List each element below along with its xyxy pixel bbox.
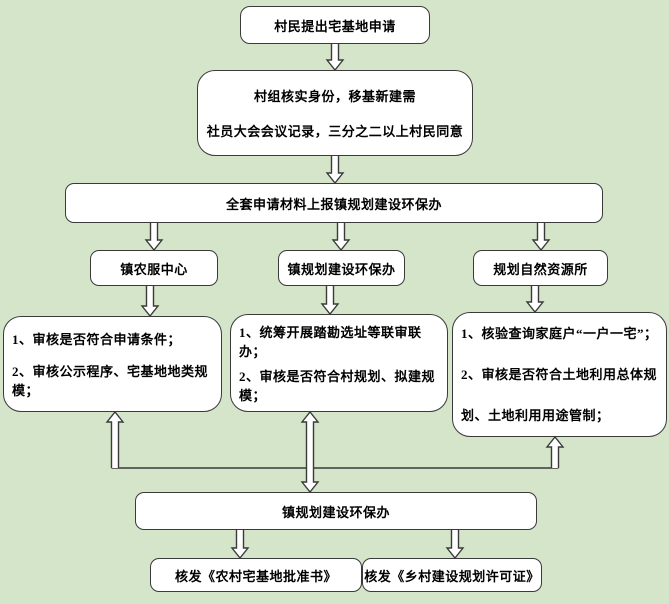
node-office-planning-construction: 镇规划建设环保办 [278, 250, 405, 286]
arrow-down-icon [325, 44, 345, 72]
arrow-up-icon [545, 435, 565, 468]
node-label: 镇规划建设环保办 [287, 261, 396, 277]
node-label: 核发《农村宅基地批准书》 [174, 568, 337, 584]
arrow-down-icon [331, 223, 351, 252]
node-label: 镇农服中心 [120, 261, 188, 277]
node-office-natural-resources: 规划自然资源所 [473, 250, 608, 286]
node-line: 社员大会会议记录，三分之二以上村民同意 [206, 123, 464, 139]
node-villager-application: 村民提出宅基地申请 [240, 6, 430, 44]
arrow-down-icon [320, 286, 340, 316]
arrow-down-icon [140, 286, 160, 318]
node-label: 规划自然资源所 [493, 261, 588, 277]
node-submit-materials: 全套申请材料上报镇规划建设环保办 [65, 183, 603, 223]
node-tasks-planning-construction: 1、统筹开展踏勘选址等联审联办； 2、审核是否符合村规划、拟建规模； [230, 314, 448, 412]
node-issue-homestead-approval: 核发《农村宅基地批准书》 [150, 558, 362, 592]
node-review-office: 镇规划建设环保办 [135, 492, 537, 530]
arrow-double-vertical-icon [300, 410, 320, 494]
node-tasks-natural-resources: 1、核验查询家庭户“一户一宅”； 2、审核是否符合土地利用总体规划、土地利用用途… [452, 312, 667, 437]
arrow-down-icon [230, 530, 250, 560]
node-label: 镇规划建设环保办 [281, 504, 390, 520]
task-item: 2、审核是否符合村规划、拟建规模； [239, 369, 436, 404]
node-label: 全套申请材料上报镇规划建设环保办 [225, 196, 442, 212]
arrow-down-icon [144, 223, 164, 252]
task-item: 1、统筹开展踏勘选址等联审联办； [239, 324, 422, 359]
task-item: 1、审核是否符合申请条件； [12, 332, 182, 348]
node-label: 核发《乡村建设规划许可证》 [364, 568, 540, 584]
task-item: 2、审核是否符合土地利用总体规划、土地利用用途管制； [461, 367, 658, 423]
node-tasks-agricultural-service: 1、审核是否符合申请条件； 2、审核公示程序、宅基地地类规模； [3, 316, 222, 412]
node-line: 村组核实身份，移基新建需 [253, 89, 416, 105]
node-village-group-verify: 村组核实身份，移基新建需 社员大会会议记录，三分之二以上村民同意 [197, 70, 473, 156]
arrow-down-icon [445, 530, 465, 560]
node-office-agricultural-service: 镇农服中心 [90, 250, 218, 286]
task-item: 2、审核公示程序、宅基地地类规模； [12, 363, 209, 398]
arrow-down-icon [525, 286, 545, 314]
arrow-down-icon [531, 223, 551, 252]
arrow-down-icon [325, 156, 345, 185]
task-item: 1、核验查询家庭户“一户一宅”； [461, 326, 658, 341]
node-label: 村民提出宅基地申请 [274, 18, 396, 34]
arrow-up-icon [105, 410, 125, 468]
node-issue-construction-permit: 核发《乡村建设规划许可证》 [362, 558, 542, 592]
